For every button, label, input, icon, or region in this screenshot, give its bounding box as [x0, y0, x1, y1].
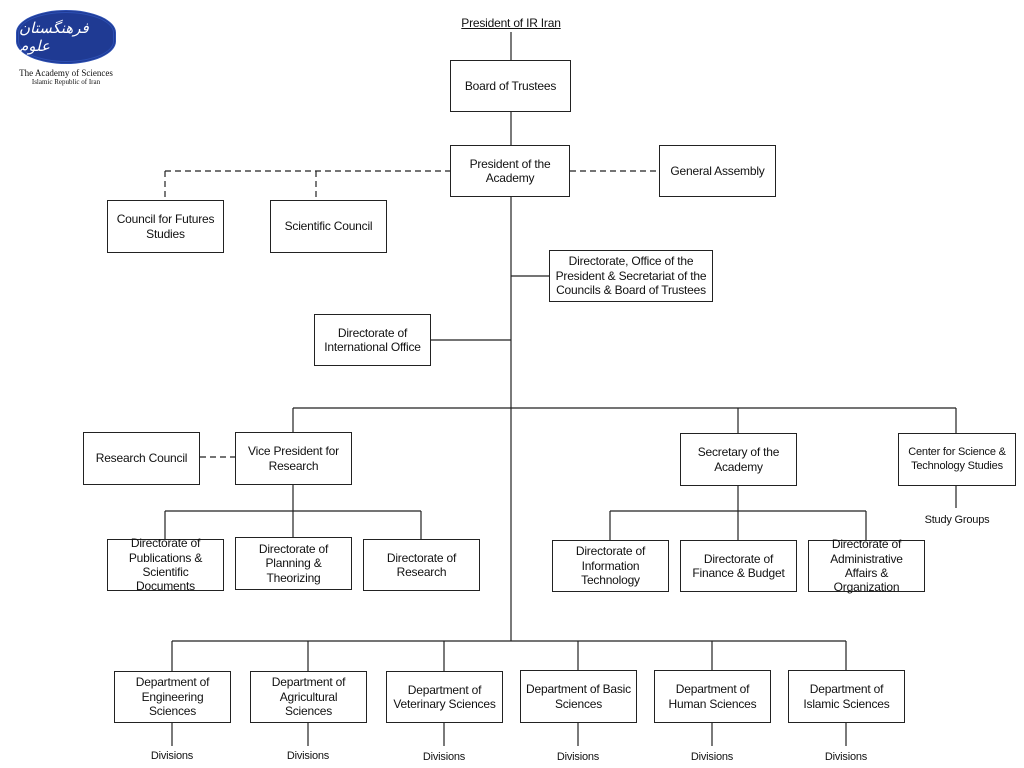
- divisions-label: Divisions: [150, 750, 194, 762]
- directorate-office-box: Directorate, Office of the President & S…: [549, 250, 713, 302]
- directorate-admin-box: Directorate of Administrative Affairs & …: [808, 537, 925, 594]
- center-science-box: Center for Science & Technology Studies: [898, 433, 1016, 486]
- vp-research-box: Vice President for Research: [235, 432, 352, 485]
- secretary-academy-box: Secretary of the Academy: [680, 433, 797, 486]
- directorate-planning-box: Directorate of Planning & Theorizing: [235, 537, 352, 590]
- directorate-international-box: Directorate of International Office: [314, 314, 431, 366]
- directorate-finance-box: Directorate of Finance & Budget: [680, 540, 797, 592]
- scientific-council-box: Scientific Council: [270, 200, 387, 253]
- divisions-label: Divisions: [556, 751, 600, 763]
- council-futures-box: Council for Futures Studies: [107, 200, 224, 253]
- directorate-research-box: Directorate of Research: [363, 539, 480, 591]
- board-of-trustees-box: Board of Trustees: [450, 60, 571, 112]
- divisions-label: Divisions: [690, 751, 734, 763]
- department-box: Department of Engineering Sciences: [114, 671, 231, 723]
- president-academy-box: President of the Academy: [450, 145, 570, 197]
- department-box: Department of Agricultural Sciences: [250, 671, 367, 723]
- divisions-label: Divisions: [286, 750, 330, 762]
- directorate-it-box: Directorate of Information Technology: [552, 540, 669, 592]
- president-ir-label: President of IR Iran: [461, 16, 561, 30]
- academy-logo: فرهنگستان علوم The Academy of Sciences I…: [14, 10, 118, 86]
- academy-emblem-icon: فرهنگستان علوم: [16, 10, 116, 64]
- divisions-label: Divisions: [422, 751, 466, 763]
- logo-emblem-text: فرهنگستان علوم: [19, 19, 89, 55]
- directorate-publications-box: Directorate of Publications & Scientific…: [107, 536, 224, 593]
- general-assembly-box: General Assembly: [659, 145, 776, 197]
- divisions-label: Divisions: [824, 751, 868, 763]
- department-box: Department of Islamic Sciences: [788, 670, 905, 723]
- logo-name: The Academy of Sciences: [19, 68, 113, 78]
- study-groups-label: Study Groups: [924, 514, 990, 526]
- department-box: Department of Basic Sciences: [520, 670, 637, 723]
- logo-subtitle: Islamic Republic of Iran: [31, 78, 101, 86]
- department-box: Department of Human Sciences: [654, 670, 771, 723]
- research-council-box: Research Council: [83, 432, 200, 485]
- department-box: Department of Veterinary Sciences: [386, 671, 503, 723]
